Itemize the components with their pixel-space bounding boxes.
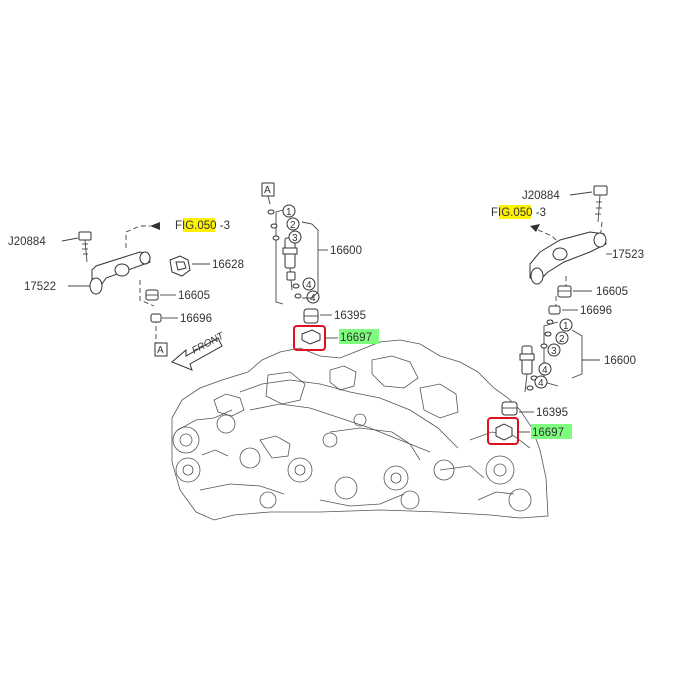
front-arrow: FRONT bbox=[171, 330, 227, 371]
fig-ref-right: FIG.050 -3 bbox=[491, 207, 546, 219]
callout-box-right bbox=[487, 417, 519, 445]
index-3-right bbox=[547, 343, 561, 357]
label-spacer-right: 16696 bbox=[580, 305, 612, 317]
spacer-left bbox=[150, 313, 162, 323]
section-a-left bbox=[154, 342, 168, 357]
fig-ref-highlight-right bbox=[499, 205, 531, 219]
index-4b-right-label: 4 bbox=[538, 378, 544, 389]
seal-center bbox=[301, 329, 321, 345]
index-4a-center-label: 4 bbox=[306, 280, 312, 291]
insulator-right bbox=[501, 401, 518, 416]
fuel-pipe-right bbox=[529, 231, 607, 285]
engine-block bbox=[171, 339, 549, 521]
index-3-center bbox=[288, 230, 302, 244]
index-3-right-label: 3 bbox=[551, 346, 557, 357]
index-2-right-label: 2 bbox=[559, 334, 565, 345]
right-assembly: J20884 FIG.050 -3 17523 16605 16696 bbox=[487, 185, 644, 445]
section-a-center-label: A bbox=[264, 185, 271, 196]
label-seal-right: 16697 bbox=[532, 427, 564, 439]
part-highlight-center bbox=[339, 329, 379, 344]
index-3-center-label: 3 bbox=[292, 233, 298, 244]
label-injector-right: 16600 bbox=[604, 355, 636, 367]
fig-ref-left: FIG.050 -3 bbox=[175, 220, 230, 232]
index-2-right bbox=[555, 331, 569, 345]
fuel-pipe-left bbox=[89, 251, 151, 295]
injector-right bbox=[519, 345, 535, 393]
label-pipe-right: 17523 bbox=[612, 249, 644, 261]
injector-center bbox=[282, 237, 298, 291]
label-pipe-left: 17522 bbox=[24, 281, 56, 293]
index-4b-right bbox=[534, 375, 548, 389]
label-spacer-left: 16696 bbox=[180, 313, 212, 325]
holder-left bbox=[145, 289, 159, 301]
index-1-center-label: 1 bbox=[286, 207, 292, 218]
label-clip: 16628 bbox=[212, 259, 244, 271]
bolt-right bbox=[593, 185, 608, 223]
fig-ref-highlight-left bbox=[183, 218, 215, 232]
index-2-center bbox=[286, 217, 300, 231]
index-1-right bbox=[559, 318, 573, 332]
label-insulator-center: 16395 bbox=[334, 310, 366, 322]
index-4a-center bbox=[302, 277, 316, 291]
index-4a-right bbox=[538, 362, 552, 376]
section-a-left-label: A bbox=[157, 345, 164, 356]
left-assembly: J20884 17522 FIG.050 -3 16628 bbox=[8, 218, 244, 371]
index-4b-center-label: 4 bbox=[310, 293, 316, 304]
label-bolt-right: J20884 bbox=[522, 190, 560, 202]
part-highlight-right bbox=[531, 424, 572, 439]
clip-part bbox=[169, 255, 191, 277]
index-2-center-label: 2 bbox=[290, 220, 296, 231]
seal-right bbox=[495, 423, 513, 441]
index-1-right-label: 1 bbox=[563, 321, 569, 332]
label-injector-center: 16600 bbox=[330, 245, 362, 257]
index-4a-right-label: 4 bbox=[542, 365, 548, 376]
label-holder-right: 16605 bbox=[596, 286, 628, 298]
holder-right bbox=[557, 285, 572, 298]
insulator-center bbox=[303, 308, 319, 324]
label-holder-left: 16605 bbox=[178, 290, 210, 302]
index-1-center bbox=[282, 204, 296, 218]
label-insulator-right: 16395 bbox=[536, 407, 568, 419]
label-bolt-left: J20884 bbox=[8, 236, 46, 248]
center-assembly: A 1 2 3 4 4 16600 bbox=[261, 182, 379, 351]
spacer-right bbox=[548, 305, 561, 315]
label-seal-center: 16697 bbox=[340, 332, 372, 344]
bolt-left bbox=[78, 231, 92, 263]
